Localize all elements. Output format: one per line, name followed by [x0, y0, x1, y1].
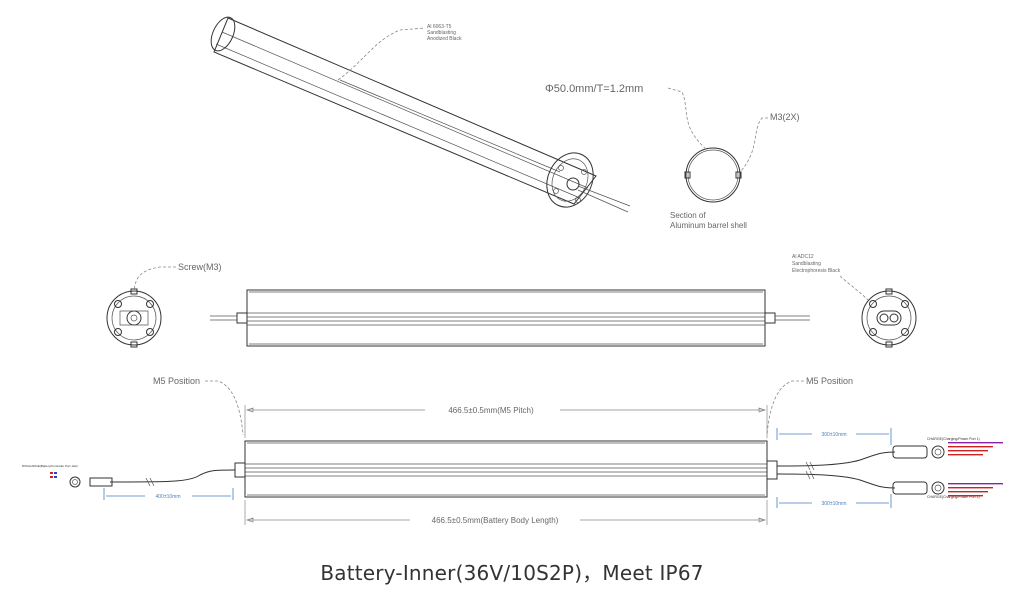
diameter-leader	[667, 87, 706, 149]
tube-material-label-2: Sandblasting	[427, 30, 456, 36]
connector-right-pin-lists	[948, 442, 1003, 497]
screw-m3-leader	[133, 266, 176, 293]
cross-section-view	[684, 147, 742, 203]
drawing-caption: Battery-Inner(36V/10S2P)，Meet IP67	[320, 561, 704, 585]
m5-position-left-label: M5 Position	[153, 376, 200, 386]
side-view	[210, 289, 810, 347]
connector-right-top-label: CHARGE(Charging/Power Port 1)	[927, 437, 980, 441]
body-length-label: 466.5±0.5mm(Battery Body Length)	[432, 516, 559, 525]
right-cable-top-dimension-label: 300±10mm	[822, 432, 847, 438]
endcap-material-leader	[839, 275, 869, 301]
m3-2x-leader	[739, 117, 768, 173]
tube-material-label-1: Al 6063-T5	[427, 24, 452, 30]
isometric-tube-view	[210, 16, 631, 213]
right-cable-bottom-dimension	[776, 494, 892, 508]
body-length-dimension	[244, 500, 768, 525]
right-cable-bottom-dimension-label: 300±10mm	[822, 501, 847, 507]
left-cable-dimension	[103, 488, 234, 500]
pitch-dimension	[244, 405, 768, 438]
diameter-label: Φ50.0mm/T=1.2mm	[545, 83, 643, 95]
assembly-view	[69, 440, 945, 498]
tube-material-label-3: Anodized Black	[427, 36, 462, 42]
left-cable-dimension-label: 400±10mm	[156, 494, 181, 500]
left-end-view	[106, 288, 162, 348]
m3-2x-label: M3(2X)	[770, 112, 800, 122]
tube-material-leader	[337, 27, 426, 81]
right-end-view	[861, 288, 917, 348]
connector-left-pins	[50, 472, 57, 478]
m5-left-leader	[205, 380, 244, 436]
section-label-1: Section of	[670, 211, 706, 220]
screw-m3-label: Screw(M3)	[178, 262, 222, 272]
connector-left-label: DISCHARGE(Battery/Controller Port 1&2)	[22, 464, 78, 468]
m5-position-right-label: M5 Position	[806, 376, 853, 386]
endcap-material-label-1: Al ADC12	[792, 254, 814, 260]
connector-right-bottom-label: CHARGE(Charging/Power Port 2)	[927, 495, 980, 499]
endcap-material-label-2: Sandblasting	[792, 261, 821, 267]
m5-right-leader	[766, 380, 804, 436]
pitch-dimension-label: 466.5±0.5mm(M5 Pitch)	[448, 406, 534, 415]
endcap-material-label-3: Electrophoresis Black	[792, 268, 841, 274]
right-cable-top-dimension	[776, 428, 892, 445]
section-label-2: Aluminum barrel shell	[670, 221, 747, 230]
